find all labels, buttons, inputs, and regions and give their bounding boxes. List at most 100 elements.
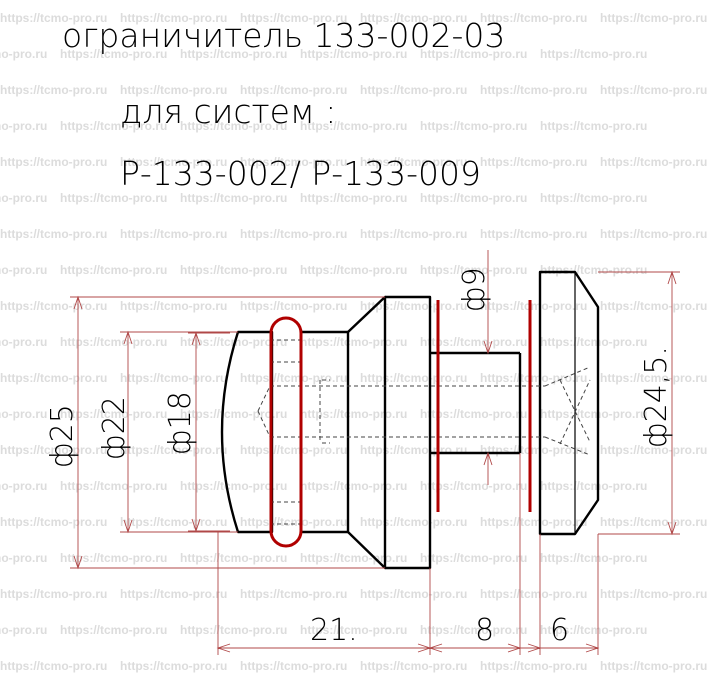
watermark-text: https://tcmo-pro.ru	[0, 155, 107, 169]
watermark-text: https://tcmo-pro.ru	[480, 11, 587, 25]
watermark-text: https://tcmo-pro.ru	[0, 11, 107, 25]
watermark-text: https://tcmo-pro.ru	[540, 191, 647, 205]
watermark-text: https://tcmo-pro.ru	[480, 155, 587, 169]
watermark-text: https://tcmo-pro.ru	[0, 227, 107, 241]
watermark-text: https://tcmo-pro.ru	[300, 263, 407, 277]
watermark-text: https://tcmo-pro.ru	[180, 191, 287, 205]
watermark-text: https://tcmo-pro.ru	[120, 443, 227, 457]
watermark-text: https://tcmo-pro.ru	[60, 335, 167, 349]
watermark-text: https://tcmo-pro.ru	[360, 515, 467, 529]
watermark-text: https://tcmo-pro.ru	[180, 335, 287, 349]
watermark-text: https://tcmo-pro.ru	[300, 407, 407, 421]
watermark-text: https://tcmo-pro.ru	[540, 407, 647, 421]
watermark-text: https://tcmo-pro.ru	[300, 335, 407, 349]
watermark-text: https://tcmo-pro.ru	[0, 263, 47, 277]
watermark-text: https://tcmo-pro.ru	[540, 335, 647, 349]
watermark-text: https://tcmo-pro.ru	[480, 443, 587, 457]
watermark-text: https://tcmo-pro.ru	[360, 443, 467, 457]
watermark-text: https://tcmo-pro.ru	[480, 659, 587, 673]
watermark-text: https://tcmo-pro.ru	[300, 191, 407, 205]
watermark-text: https://tcmo-pro.ru	[60, 263, 167, 277]
watermark-text: https://tcmo-pro.ru	[600, 299, 707, 313]
dim-length-8: 8	[475, 613, 494, 648]
watermark-text: https://tcmo-pro.ru	[180, 119, 287, 133]
watermark-text: https://tcmo-pro.ru	[60, 47, 167, 61]
watermark-text: https://tcmo-pro.ru	[0, 371, 107, 385]
watermark-text: https://tcmo-pro.ru	[420, 479, 527, 493]
watermark-text: https://tcmo-pro.ru	[360, 155, 467, 169]
watermark-text: https://tcmo-pro.ru	[360, 587, 467, 601]
watermark-text: https://tcmo-pro.ru	[0, 623, 47, 637]
neck	[300, 330, 350, 534]
watermark-text: https://tcmo-pro.ru	[240, 11, 347, 25]
watermark-text: https://tcmo-pro.ru	[120, 371, 227, 385]
watermark-text: https://tcmo-pro.ru	[120, 83, 227, 97]
watermark-text: https://tcmo-pro.ru	[60, 479, 167, 493]
watermark-text: https://tcmo-pro.ru	[180, 551, 287, 565]
dimension-lines	[70, 250, 680, 655]
watermark-text: https://tcmo-pro.ru	[120, 11, 227, 25]
systems-label: для систем :	[120, 92, 336, 131]
watermark-text: https://tcmo-pro.ru	[480, 227, 587, 241]
watermark-text: https://tcmo-pro.ru	[540, 119, 647, 133]
watermark-text: https://tcmo-pro.ru	[0, 587, 107, 601]
dim-d22: ф22	[97, 396, 132, 460]
watermark-text: https://tcmo-pro.ru	[420, 263, 527, 277]
watermark-text: https://tcmo-pro.ru	[360, 83, 467, 97]
watermark-text: https://tcmo-pro.ru	[480, 515, 587, 529]
watermark-text: https://tcmo-pro.ru	[360, 11, 467, 25]
watermark-text: https://tcmo-pro.ru	[600, 227, 707, 241]
watermark-text: https://tcmo-pro.ru	[600, 11, 707, 25]
watermark-text: https://tcmo-pro.ru	[600, 515, 707, 529]
watermark-text: https://tcmo-pro.ru	[420, 119, 527, 133]
systems-list: Р-133-002/ Р-133-009	[120, 154, 481, 193]
watermark-text: https://tcmo-pro.ru	[240, 515, 347, 529]
cone-section	[347, 295, 387, 570]
watermark-text: https://tcmo-pro.ru	[60, 407, 167, 421]
part-title: ограничитель 133-002-03	[62, 16, 505, 55]
watermark-text: https://tcmo-pro.ru	[480, 83, 587, 97]
watermark-text: https://tcmo-pro.ru	[420, 623, 527, 637]
watermark-text: https://tcmo-pro.ru	[0, 335, 47, 349]
watermark-text: https://tcmo-pro.ru	[420, 407, 527, 421]
watermark-text: https://tcmo-pro.ru	[180, 407, 287, 421]
dim-d18: ф18	[163, 391, 198, 455]
watermark-text: https://tcmo-pro.ru	[300, 551, 407, 565]
dim-d25: ф25	[45, 404, 80, 468]
watermark-text: https://tcmo-pro.ru	[420, 191, 527, 205]
watermark-text: https://tcmo-pro.ru	[120, 227, 227, 241]
hidden-bore	[257, 339, 591, 525]
watermark-text: https://tcmo-pro.ru	[600, 83, 707, 97]
watermark-text: https://tcmo-pro.ru	[240, 155, 347, 169]
watermark-text: https://tcmo-pro.ru	[600, 371, 707, 385]
stem	[430, 351, 522, 455]
watermark-text: https://tcmo-pro.ru	[240, 443, 347, 457]
watermark-text: https://tcmo-pro.ru	[480, 299, 587, 313]
watermark-text: https://tcmo-pro.ru	[0, 299, 107, 313]
watermark-text: https://tcmo-pro.ru	[300, 47, 407, 61]
watermark-text: https://tcmo-pro.ru	[480, 371, 587, 385]
dim-d9: ф9	[457, 267, 492, 312]
watermark-text: https://tcmo-pro.ru	[60, 551, 167, 565]
watermark-text: https://tcmo-pro.ru	[0, 47, 47, 61]
watermark-text: https://tcmo-pro.ru	[600, 587, 707, 601]
watermark-text: https://tcmo-pro.ru	[120, 659, 227, 673]
watermark-text: https://tcmo-pro.ru	[0, 515, 107, 529]
watermark-text: https://tcmo-pro.ru	[600, 443, 707, 457]
watermark-text: https://tcmo-pro.ru	[0, 407, 47, 421]
watermark-text: https://tcmo-pro.ru	[360, 659, 467, 673]
watermark-text: https://tcmo-pro.ru	[300, 119, 407, 133]
watermark-text: https://tcmo-pro.ru	[0, 119, 47, 133]
watermark-text: https://tcmo-pro.ru	[60, 191, 167, 205]
o-ring	[269, 316, 303, 548]
watermark-text: https://tcmo-pro.ru	[0, 83, 107, 97]
watermark-text: https://tcmo-pro.ru	[120, 587, 227, 601]
watermark-text: https://tcmo-pro.ru	[240, 371, 347, 385]
watermark-text: https://tcmo-pro.ru	[60, 119, 167, 133]
dim-length-21: 21.	[310, 613, 358, 648]
watermark-text: https://tcmo-pro.ru	[240, 83, 347, 97]
watermark-text: https://tcmo-pro.ru	[480, 587, 587, 601]
watermark-text: https://tcmo-pro.ru	[540, 551, 647, 565]
watermark-text: https://tcmo-pro.ru	[180, 479, 287, 493]
